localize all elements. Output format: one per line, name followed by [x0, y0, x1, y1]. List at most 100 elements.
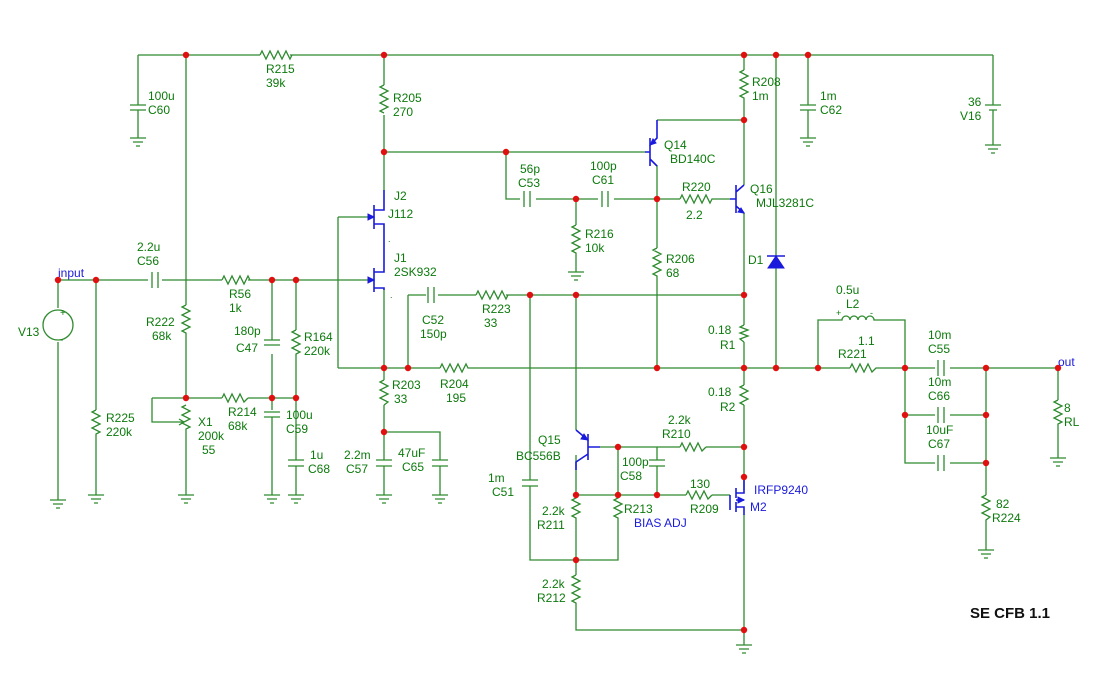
capacitor-C65 [432, 459, 448, 472]
resistor-RL [1052, 399, 1064, 428]
resistor-R208 [738, 69, 750, 104]
label-C60-name: C60 [148, 103, 170, 117]
resistor-R211 [570, 495, 582, 520]
label-X1-name: X1 [198, 415, 213, 429]
label-C61-name: C61 [592, 173, 614, 187]
label-R208-value: 1m [752, 89, 769, 103]
transistors: . . [367, 120, 746, 515]
resistor-R56 [221, 274, 251, 286]
label-C68-name: C68 [308, 462, 330, 476]
label-R216-name: R216 [585, 227, 614, 241]
capacitor-C59 [264, 411, 280, 424]
capacitor-C56 [151, 272, 159, 288]
resistor-R164 [290, 329, 302, 358]
label-C58-value: 100p [622, 455, 649, 469]
resistor-R1 [738, 324, 750, 343]
capacitor-C55 [937, 360, 945, 376]
labels: input out R215 39k 100u C60 R205 270 R20… [18, 62, 1080, 622]
label-R210-value: 2.2k [668, 413, 692, 427]
label-R204-value: 195 [446, 391, 466, 405]
label-R2-value: 0.18 [708, 385, 732, 399]
label-R164-name: R164 [304, 330, 333, 344]
label-L2-value: 0.5u [836, 283, 859, 297]
label-R212-value: 2.2k [542, 577, 566, 591]
label-C51-name: C51 [492, 485, 514, 499]
label-V16-name: V16 [960, 109, 982, 123]
label-C56-value: 2.2u [137, 240, 160, 254]
label-R225-name: R225 [106, 411, 135, 425]
label-C59-value: 100u [286, 408, 313, 422]
ground-icon [50, 499, 66, 509]
svg-text:+: + [836, 308, 841, 318]
label-R208-name: R208 [752, 75, 781, 89]
net-label-input: input [58, 266, 85, 280]
svg-text:+: + [60, 308, 66, 319]
resistor-R206 [651, 247, 663, 280]
ground-icon [264, 494, 280, 504]
label-R56-value: 1k [229, 301, 243, 315]
label-R223-value: 33 [484, 316, 498, 330]
label-C66-name: C66 [928, 389, 950, 403]
label-C52-value: 150p [420, 327, 447, 341]
label-R205-value: 270 [393, 105, 413, 119]
ground-icon [736, 644, 752, 654]
label-C61-value: 100p [590, 159, 617, 173]
resistor-R2 [738, 384, 750, 406]
label-RL-name: RL [1064, 415, 1080, 429]
label-Q15-value: BC556B [516, 449, 561, 463]
label-C59-name: C59 [286, 422, 308, 436]
label-C51-value: 1m [488, 471, 505, 485]
label-R224-value: 82 [996, 497, 1010, 511]
schematic-title: SE CFB 1.1 [970, 605, 1050, 622]
label-R216-value: 10k [585, 241, 605, 255]
label-R1-value: 0.18 [708, 323, 732, 337]
label-C67-value: 10uF [926, 423, 953, 437]
label-R224-name: R224 [992, 511, 1021, 525]
label-R210-name: R210 [662, 427, 691, 441]
capacitor-C60 [130, 95, 146, 128]
label-C68-value: 1u [310, 448, 323, 462]
ground-icon [1050, 457, 1066, 467]
resistor-R205 [378, 84, 390, 114]
label-R211-value: 2.2k [542, 504, 566, 518]
label-C53-name: C53 [518, 176, 540, 190]
svg-text:-: - [870, 308, 873, 318]
label-R214-value: 68k [228, 419, 248, 433]
resistor-R224 [980, 494, 992, 522]
label-Q16-value: MJL3281C [756, 196, 814, 210]
label-X1-extra: 55 [202, 443, 216, 457]
capacitor-C58 [649, 459, 665, 472]
label-C67-name: C67 [928, 437, 950, 451]
label-Q14-name: Q14 [664, 138, 687, 152]
jfet-J1: . [367, 262, 393, 300]
label-R209-name: R209 [690, 502, 719, 516]
label-R1-name: R1 [720, 338, 736, 352]
label-R220-value: 2.2 [686, 208, 703, 222]
label-R215-value: 39k [266, 76, 286, 90]
ground-icon [88, 494, 104, 504]
resistor-R214 [221, 392, 249, 404]
capacitors [130, 95, 945, 492]
capacitor-C61 [601, 191, 609, 207]
label-J2-name: J2 [394, 189, 407, 203]
label-X1-value: 200k [198, 429, 225, 443]
label-R206-value: 68 [666, 266, 680, 280]
resistors [90, 49, 1064, 605]
label-C53-value: 56p [520, 162, 540, 176]
svg-text:.: . [390, 290, 393, 300]
label-C60-value: 100u [148, 89, 175, 103]
ground-icon [568, 268, 584, 281]
label-C47-value: 180p [234, 324, 261, 338]
ground-icon [130, 128, 146, 147]
label-C62-name: C62 [820, 103, 842, 117]
resistor-R203 [378, 379, 390, 406]
jfet-J2: . [367, 190, 391, 262]
capacitor-C53 [523, 191, 531, 207]
label-C58-name: C58 [620, 469, 642, 483]
label-R220-name: R220 [682, 180, 711, 194]
label-C52-name: C52 [422, 313, 444, 327]
label-C56-name: C56 [137, 254, 159, 268]
label-Q15-name: Q15 [538, 433, 561, 447]
label-C66-value: 10m [928, 375, 951, 389]
